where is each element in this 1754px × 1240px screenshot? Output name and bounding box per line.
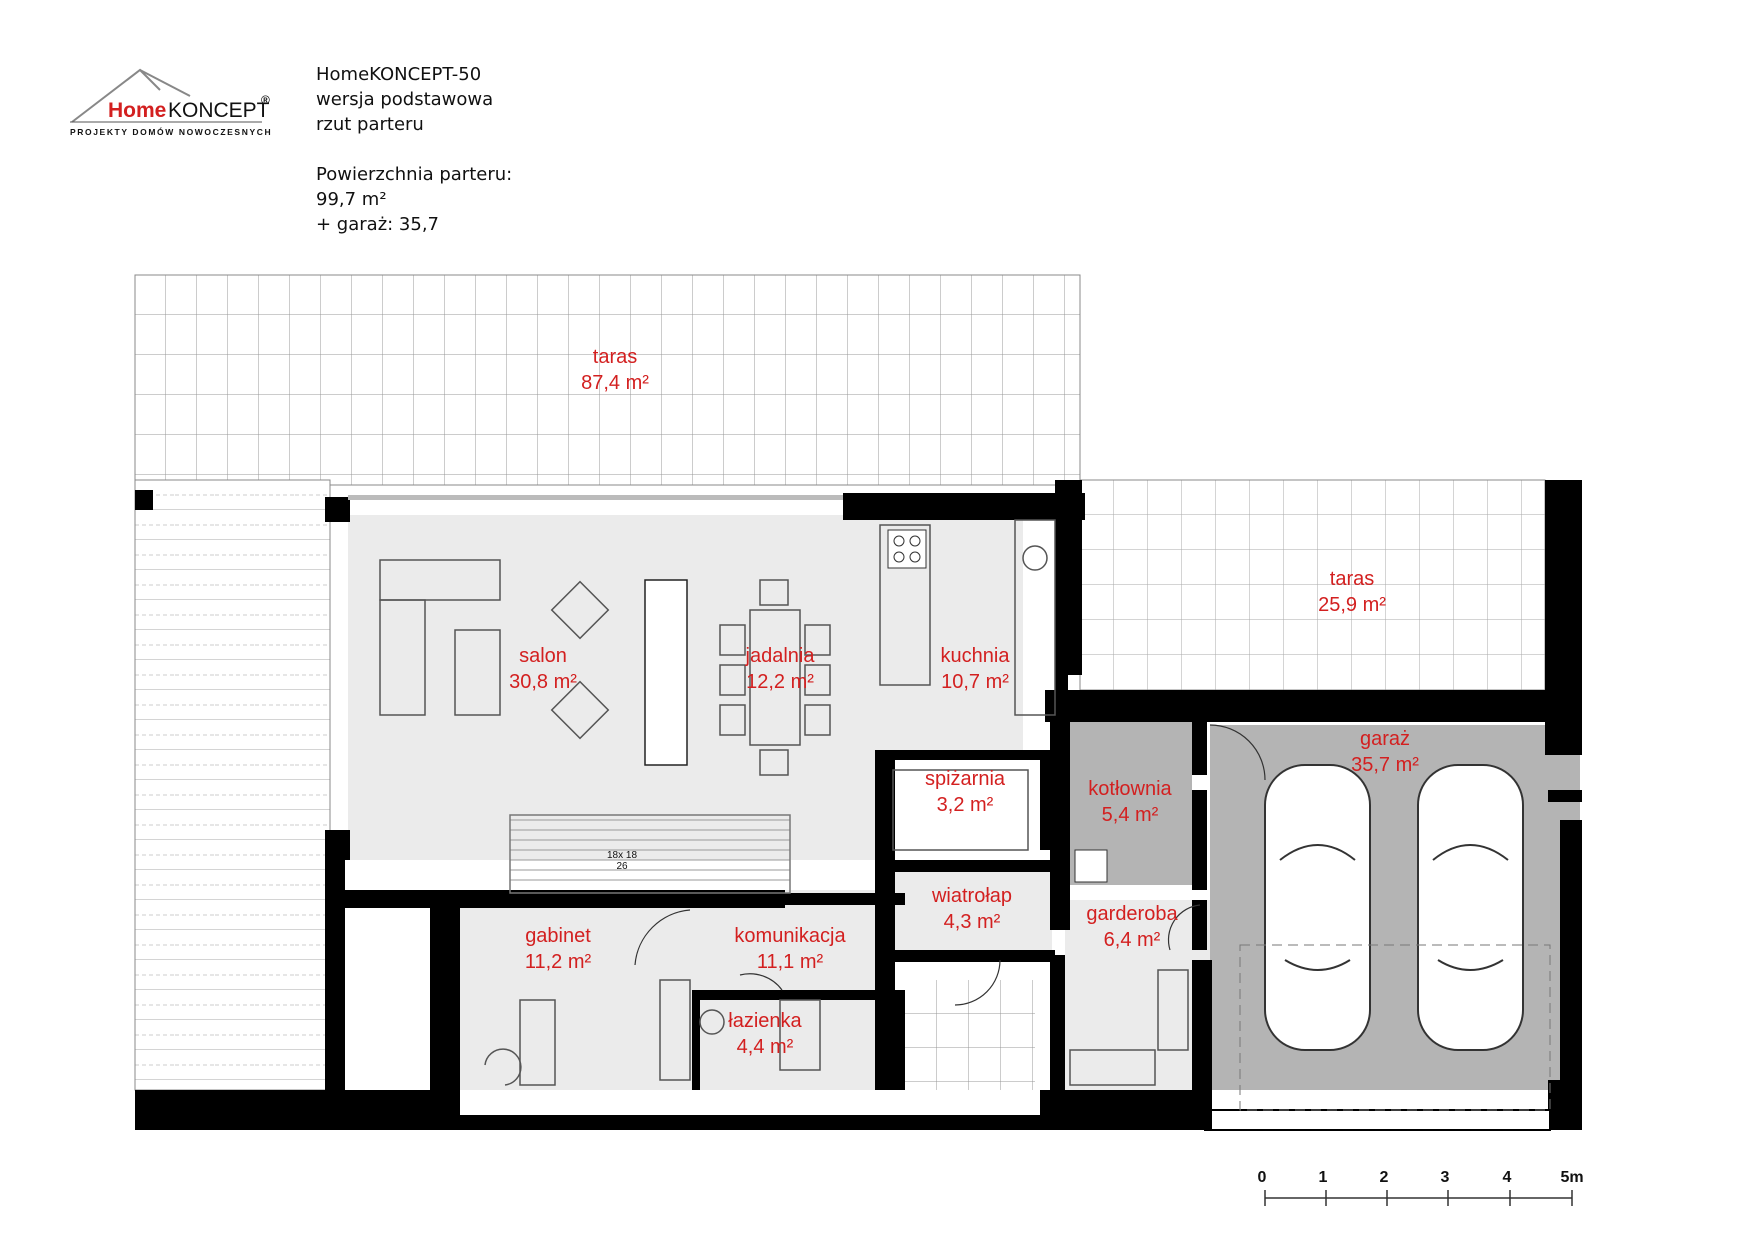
chair	[804, 664, 831, 696]
area-label: Powierzchnia parteru:	[316, 164, 513, 185]
bookshelf	[659, 979, 691, 1081]
stairs-dims: 18x 18	[607, 850, 637, 861]
lazienka-name: łazienka	[728, 1010, 802, 1032]
kotlownia-name: kotłownia	[1088, 778, 1172, 800]
logo-koncept-text: KONCEPT	[168, 99, 270, 122]
garaz-area: 35,7 m²	[1351, 754, 1419, 776]
spizarnia-area: 3,2 m²	[937, 794, 994, 816]
stairs-count: 26	[616, 861, 628, 872]
scale-tick-4: 4	[1503, 1169, 1512, 1186]
logo-registered-mark: ®	[261, 93, 270, 107]
kitchen-island	[879, 524, 931, 686]
cooktop	[887, 529, 927, 569]
floor-wiatrolap	[892, 870, 1052, 955]
fireplace	[644, 579, 688, 766]
kuchnia-name: kuchnia	[941, 645, 1011, 667]
scale-bar: 0 1 2 3 4 5m	[1258, 1169, 1584, 1206]
scale-tick-3: 3	[1441, 1169, 1450, 1186]
stairs-treads	[510, 819, 790, 881]
chair	[804, 624, 831, 656]
floor-salon	[348, 515, 883, 860]
project-version: wersja podstawowa	[316, 89, 494, 110]
garderoba-name: garderoba	[1086, 903, 1178, 925]
garage-area: + garaż: 35,7	[316, 214, 440, 235]
taras-right-area: 25,9 m²	[1318, 594, 1386, 616]
spizarnia-name: spiżarnia	[925, 768, 1006, 790]
komunikacja-area: 11,1 m²	[757, 951, 824, 973]
entrance-steps	[905, 980, 1035, 1090]
wiatrolap-area: 4,3 m²	[944, 911, 1001, 933]
chair	[719, 624, 746, 656]
garaz-name: garaż	[1360, 728, 1410, 750]
terrace-top	[134, 274, 1081, 486]
homekoncept-logo: Home KONCEPT ® PROJEKTY DOMÓW NOWOCZESNY…	[70, 68, 272, 137]
taras-top-name: taras	[593, 346, 637, 368]
shower	[779, 999, 821, 1071]
boiler	[1074, 849, 1108, 883]
scale-tick-2: 2	[1380, 1169, 1389, 1186]
car-right	[1417, 764, 1524, 1051]
taras-right-name: taras	[1330, 568, 1374, 590]
lazienka-area: 4,4 m²	[737, 1036, 794, 1058]
scale-tick-5: 5m	[1560, 1169, 1583, 1186]
sofa-back	[379, 559, 501, 601]
furniture	[379, 519, 1189, 1086]
garage-door-outline	[1239, 944, 1551, 1111]
jadalnia-area: 12,2 m²	[746, 671, 814, 693]
chair	[804, 704, 831, 736]
office-chair	[484, 1048, 522, 1086]
logo-tagline: PROJEKTY DOMÓW NOWOCZESNYCH	[70, 126, 272, 137]
kitchen-counter	[1014, 519, 1056, 716]
scale-tick-1: 1	[1319, 1169, 1328, 1186]
cars	[1264, 764, 1524, 1051]
gabinet-name: gabinet	[525, 925, 591, 947]
armchair-1	[550, 580, 610, 640]
wardrobe	[1157, 969, 1189, 1051]
salon-area: 30,8 m²	[509, 671, 577, 693]
car-left	[1264, 764, 1371, 1051]
coffee-table	[454, 629, 501, 716]
salon-name: salon	[519, 645, 567, 667]
project-title: HomeKONCEPT-50	[316, 64, 482, 85]
door-swings	[634, 724, 1266, 1006]
chair	[759, 749, 789, 776]
stairs	[509, 814, 791, 894]
chair	[759, 579, 789, 606]
terrace-right	[1079, 479, 1546, 691]
armchair-2	[550, 680, 610, 740]
komunikacja-name: komunikacja	[734, 925, 846, 947]
wardrobe-shelf	[1069, 1049, 1156, 1086]
garderoba-area: 6,4 m²	[1104, 929, 1161, 951]
sink	[1022, 545, 1048, 571]
kotlownia-area: 5,4 m²	[1102, 804, 1159, 826]
desk	[519, 999, 556, 1086]
room-labels: taras 87,4 m² taras 25,9 m² salon 30,8 m…	[509, 346, 1419, 1058]
jadalnia-name: jadalnia	[745, 645, 816, 667]
pantry-shelves	[892, 769, 1029, 851]
scale-tick-0: 0	[1258, 1169, 1267, 1186]
logo-home-text: Home	[108, 99, 166, 122]
chair	[719, 704, 746, 736]
kuchnia-area: 10,7 m²	[941, 671, 1009, 693]
wiatrolap-name: wiatrołap	[931, 885, 1012, 907]
taras-top-area: 87,4 m²	[581, 372, 649, 394]
gabinet-area: 11,2 m²	[525, 951, 592, 973]
chair	[719, 664, 746, 696]
area-value: 99,7 m²	[316, 189, 387, 210]
dining-table	[749, 609, 801, 746]
sofa-side	[379, 599, 426, 716]
plan-type: rzut parteru	[316, 114, 424, 135]
walls	[135, 480, 1582, 1131]
floor-garderoba	[1065, 900, 1215, 1090]
toilet	[699, 1009, 725, 1035]
terrace-left	[134, 479, 331, 1091]
